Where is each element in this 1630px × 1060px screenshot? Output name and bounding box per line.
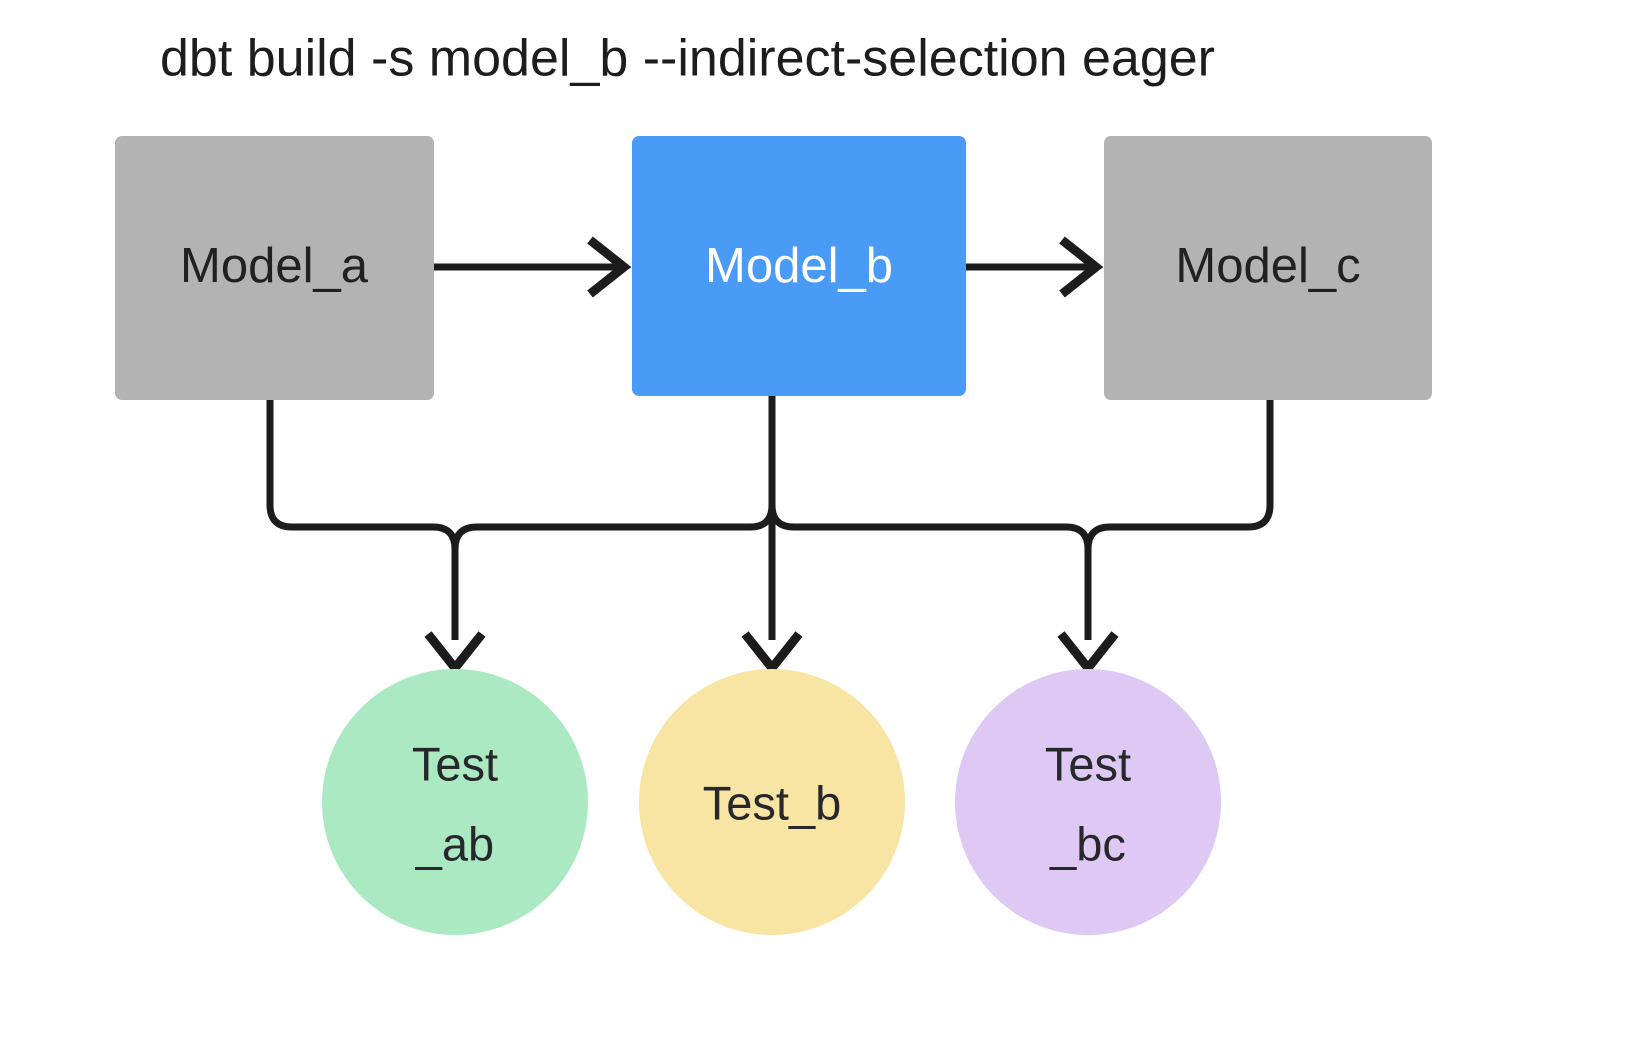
arrowhead-test-ab [424,631,486,676]
model-nodes: Model_a Model_b Model_c [115,136,1432,400]
node-test-bc-label-line2: _bc [1049,817,1126,870]
edge-model-b-to-model-c [966,236,1104,298]
node-model-b-shape[interactable] [632,136,966,396]
node-test-ab-label-line2: _ab [415,817,494,870]
node-test-b-shape[interactable] [639,669,905,935]
arrowhead-test-bc [1057,631,1119,676]
node-test-bc[interactable]: Test _bc [955,669,1221,935]
node-test-bc-label-line1: Test [1045,737,1131,790]
node-model-a-label: Model_a [180,239,369,293]
node-model-c-shape[interactable] [1104,136,1432,400]
page-title: dbt build -s model_b --indirect-selectio… [160,30,1215,88]
node-model-a-shape[interactable] [115,136,434,400]
node-model-c[interactable]: Model_c [1104,136,1432,400]
node-test-b[interactable]: Test_b [639,669,905,935]
test-nodes: Test _ab Test_b Test _bc [322,669,1221,935]
node-model-b-label: Model_b [705,239,893,293]
edge-layer [266,236,1274,676]
edge-model-c-to-test-bc [1084,400,1274,640]
node-model-b[interactable]: Model_b [632,136,966,396]
node-model-a[interactable]: Model_a [115,136,434,400]
edge-model-b-to-tests [451,396,1092,640]
arrowhead-test-b [741,631,803,676]
edge-model-a-to-test-ab [266,400,459,640]
node-test-b-label-line1: Test_b [703,776,841,829]
node-test-ab-shape[interactable] [322,669,588,935]
node-test-ab[interactable]: Test _ab [322,669,588,935]
edge-model-a-to-model-b [434,236,632,298]
node-model-c-label: Model_c [1175,239,1360,293]
node-test-ab-label-line1: Test [412,737,498,790]
node-test-bc-shape[interactable] [955,669,1221,935]
